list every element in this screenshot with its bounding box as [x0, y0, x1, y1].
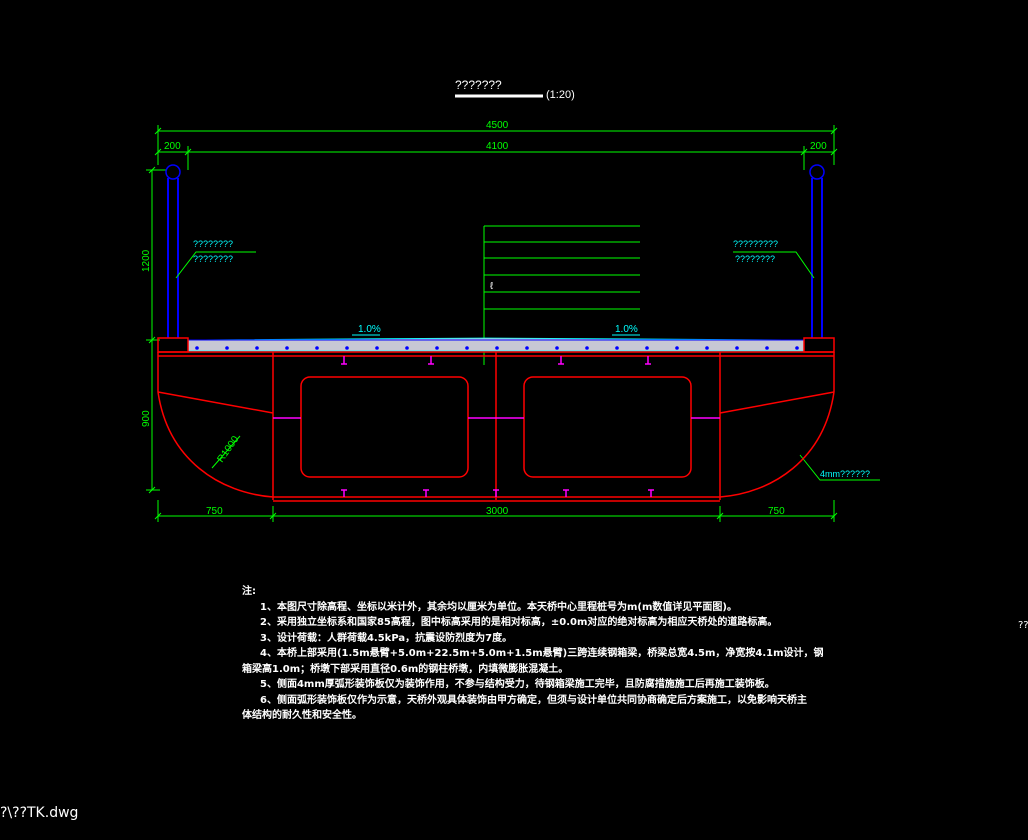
- dim-rail-height: 1200: [141, 249, 152, 272]
- drawing-title: ???????: [455, 78, 502, 92]
- drawing-scale: (1:20): [546, 89, 575, 101]
- note-item-4-cont: 箱梁高1.0m；桥墩下部采用直径0.6m的钢柱桥墩，内填微膨胀混凝土。: [242, 663, 569, 675]
- left-dimensions: [146, 166, 166, 494]
- dim-bottom-mid: 3000: [486, 506, 509, 517]
- dim-radius: R1000: [215, 434, 241, 465]
- dim-right-rail: 200: [810, 141, 827, 152]
- bottom-dimensions: [154, 500, 838, 522]
- plate-note: 4mm??????: [820, 469, 870, 479]
- dim-bottom-left: 750: [206, 506, 223, 517]
- design-notes: 注: 1、本图尺寸除高程、坐标以米计外，其余均以厘米为单位。本天桥中心里程桩号为…: [242, 584, 824, 724]
- left-callout-bottom: ????????: [193, 254, 233, 264]
- dim-bottom-right: 750: [768, 506, 785, 517]
- dim-overall: 4500: [486, 120, 509, 131]
- dim-beam-depth: 900: [141, 410, 152, 427]
- file-path: ?\??TK.dwg: [0, 805, 79, 821]
- stiffeners: [273, 356, 720, 497]
- left-callout-top: ????????: [193, 239, 233, 249]
- note-item-1: 1、本图尺寸除高程、坐标以米计外，其余均以厘米为单位。本天桥中心里程桩号为m(m…: [260, 601, 737, 613]
- right-railing: [809, 164, 825, 338]
- slope-right: 1.0%: [615, 324, 638, 335]
- note-item-4: 4、本桥上部采用(1.5m悬臂+5.0m+22.5m+5.0m+1.5m悬臂)三…: [260, 648, 824, 659]
- note-item-3: 3、设计荷载：人群荷载4.5kPa，抗震设防烈度为7度。: [260, 632, 513, 644]
- note-item-2: 2、采用独立坐标系和国家85高程，图中标高采用的是相对标高，±0.0m对应的绝对…: [260, 617, 778, 628]
- dim-left-rail: 200: [164, 141, 181, 152]
- deck-rebar-markers: [195, 346, 799, 350]
- note-item-5: 5、侧面4mm厚弧形装饰板仅为装饰作用，不参与结构受力，待钢箱梁施工完毕，且防腐…: [260, 679, 775, 690]
- radius-leader: [211, 435, 241, 469]
- box-girder: [157, 337, 835, 502]
- centerline-marker: [483, 225, 640, 365]
- top-dimensions: [154, 125, 838, 170]
- center-mark: ℓ: [490, 281, 494, 292]
- edge-mark: ??: [1018, 620, 1028, 631]
- left-railing: [165, 164, 181, 338]
- slope-left: 1.0%: [358, 324, 381, 335]
- note-item-6-cont: 体结构的耐久性和安全性。: [242, 710, 362, 721]
- right-callout-top: ?????????: [733, 239, 778, 249]
- note-item-6: 6、侧面弧形装饰板仅作为示意，天桥外观具体装饰由甲方确定，但须与设计单位共同协商…: [260, 694, 807, 706]
- dim-deck: 4100: [486, 141, 509, 152]
- right-callout-bottom: ????????: [735, 254, 775, 264]
- notes-heading: 注:: [242, 586, 256, 597]
- callout-leaders: [175, 251, 880, 481]
